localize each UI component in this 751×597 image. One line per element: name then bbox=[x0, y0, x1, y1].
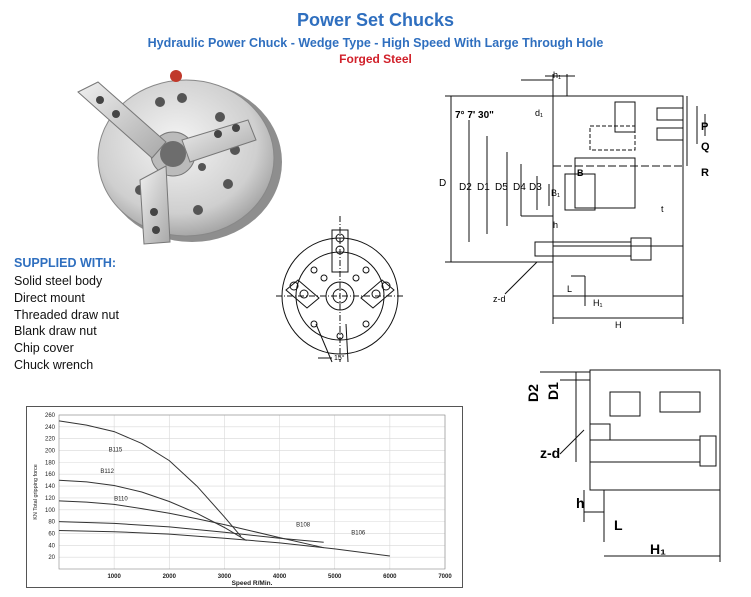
label-B1: B₁ bbox=[551, 188, 560, 198]
y-tick-label: 140 bbox=[45, 484, 56, 490]
detail-label-z-d: z-d bbox=[540, 445, 560, 461]
y-tick-label: 80 bbox=[48, 520, 55, 526]
x-tick-label: 2000 bbox=[163, 574, 177, 580]
y-tick-label: 240 bbox=[45, 425, 56, 431]
label-D2: D2 bbox=[459, 182, 472, 193]
y-tick-label: 220 bbox=[45, 437, 56, 443]
y-axis-title: KN Total gripping force bbox=[33, 464, 39, 520]
chart-svg: 20 40 60 80 100 120 140 160 180 200 220 240 260 1000 2… bbox=[33, 413, 452, 587]
plot-area bbox=[58, 414, 446, 570]
label-Q: Q bbox=[701, 141, 710, 153]
series-line-b108 bbox=[58, 521, 324, 543]
x-tick-label: 6000 bbox=[383, 574, 397, 580]
front-angle-label: 15° bbox=[334, 354, 345, 362]
detail-label-D1: D1 bbox=[545, 382, 561, 400]
chuck-product-photo bbox=[77, 70, 282, 245]
series-line-b110 bbox=[58, 500, 324, 549]
x-tick-label: 5000 bbox=[328, 574, 342, 580]
label-B: B bbox=[577, 168, 584, 178]
material-label: Forged Steel bbox=[339, 52, 412, 66]
page-title: Power Set Chucks bbox=[296, 10, 455, 30]
detail-label-D2: D2 bbox=[525, 384, 541, 402]
gripping-force-chart: 20 40 60 80 100 120 140 160 180 200 220 240 260 1000 2… bbox=[26, 406, 463, 588]
series-label-b115: B115 bbox=[109, 448, 123, 454]
detail-label-L: L bbox=[614, 517, 623, 533]
y-tick-label: 120 bbox=[45, 496, 56, 502]
series-label-b106: B106 bbox=[351, 531, 366, 537]
label-P: P bbox=[701, 121, 708, 133]
x-axis-title: Speed R/Min. bbox=[232, 580, 273, 587]
y-tick-label: 40 bbox=[48, 543, 55, 549]
label-z-d: z-d bbox=[493, 294, 506, 304]
list-item: Blank draw nut bbox=[14, 324, 97, 339]
series-line-b106 bbox=[58, 530, 390, 557]
side-section-drawing: h₁ 7° 7' 30" d₁ D D2 D1 D5 D4 D3 B B₁ h … bbox=[439, 70, 710, 330]
page-subtitle: Hydraulic Power Chuck - Wedge Type - Hig… bbox=[147, 36, 604, 50]
label-t: t bbox=[661, 204, 664, 214]
label-R: R bbox=[701, 167, 709, 179]
series-line-b115 bbox=[58, 420, 242, 537]
label-D1: D1 bbox=[477, 182, 490, 193]
y-tick-label: 60 bbox=[48, 531, 55, 537]
x-tick-label: 1000 bbox=[107, 574, 121, 580]
list-item: Solid steel body bbox=[14, 274, 103, 288]
label-H: H bbox=[615, 320, 622, 330]
label-L: L bbox=[567, 284, 572, 294]
detail-label-H1: H₁ bbox=[650, 541, 666, 557]
supplied-heading: SUPPLIED WITH: bbox=[14, 256, 117, 270]
list-item: Chip cover bbox=[14, 341, 74, 356]
series-label-b110: B110 bbox=[114, 496, 128, 502]
label-D5: D5 bbox=[495, 182, 508, 193]
list-item: Direct mount bbox=[14, 290, 85, 305]
y-tick-label: 180 bbox=[45, 460, 56, 466]
front-view-drawing: 15° bbox=[276, 216, 404, 363]
y-tick-label: 20 bbox=[48, 555, 55, 561]
series-line-b112 bbox=[58, 479, 247, 542]
y-tick-label: 100 bbox=[45, 508, 56, 514]
label-D: D bbox=[439, 178, 446, 189]
x-tick-label: 4000 bbox=[273, 574, 287, 580]
label-H1: H₁ bbox=[593, 298, 603, 308]
x-tick-label: 7000 bbox=[438, 574, 452, 580]
series-label-b108: B108 bbox=[296, 522, 311, 528]
y-tick-label: 200 bbox=[45, 449, 56, 455]
list-item: Threaded draw nut bbox=[14, 307, 119, 322]
list-item: Chuck wrench bbox=[14, 357, 94, 372]
y-tick-label: 260 bbox=[45, 413, 56, 419]
supplied-list: Solid steel body Direct mount Threaded d… bbox=[14, 273, 119, 374]
y-tick-label: 160 bbox=[45, 472, 56, 478]
label-D4: D4 bbox=[513, 182, 526, 193]
label-d1: d₁ bbox=[535, 108, 543, 118]
label-h: h bbox=[553, 220, 558, 230]
series-label-b112: B112 bbox=[100, 469, 114, 475]
x-tick-label: 3000 bbox=[218, 574, 232, 580]
detail-drawing: D2 D1 z-d h L H₁ bbox=[525, 369, 721, 562]
label-angle: 7° 7' 30" bbox=[455, 110, 494, 121]
detail-label-h: h bbox=[576, 495, 585, 511]
label-h1: h₁ bbox=[553, 70, 561, 80]
label-D3: D3 bbox=[529, 182, 542, 193]
